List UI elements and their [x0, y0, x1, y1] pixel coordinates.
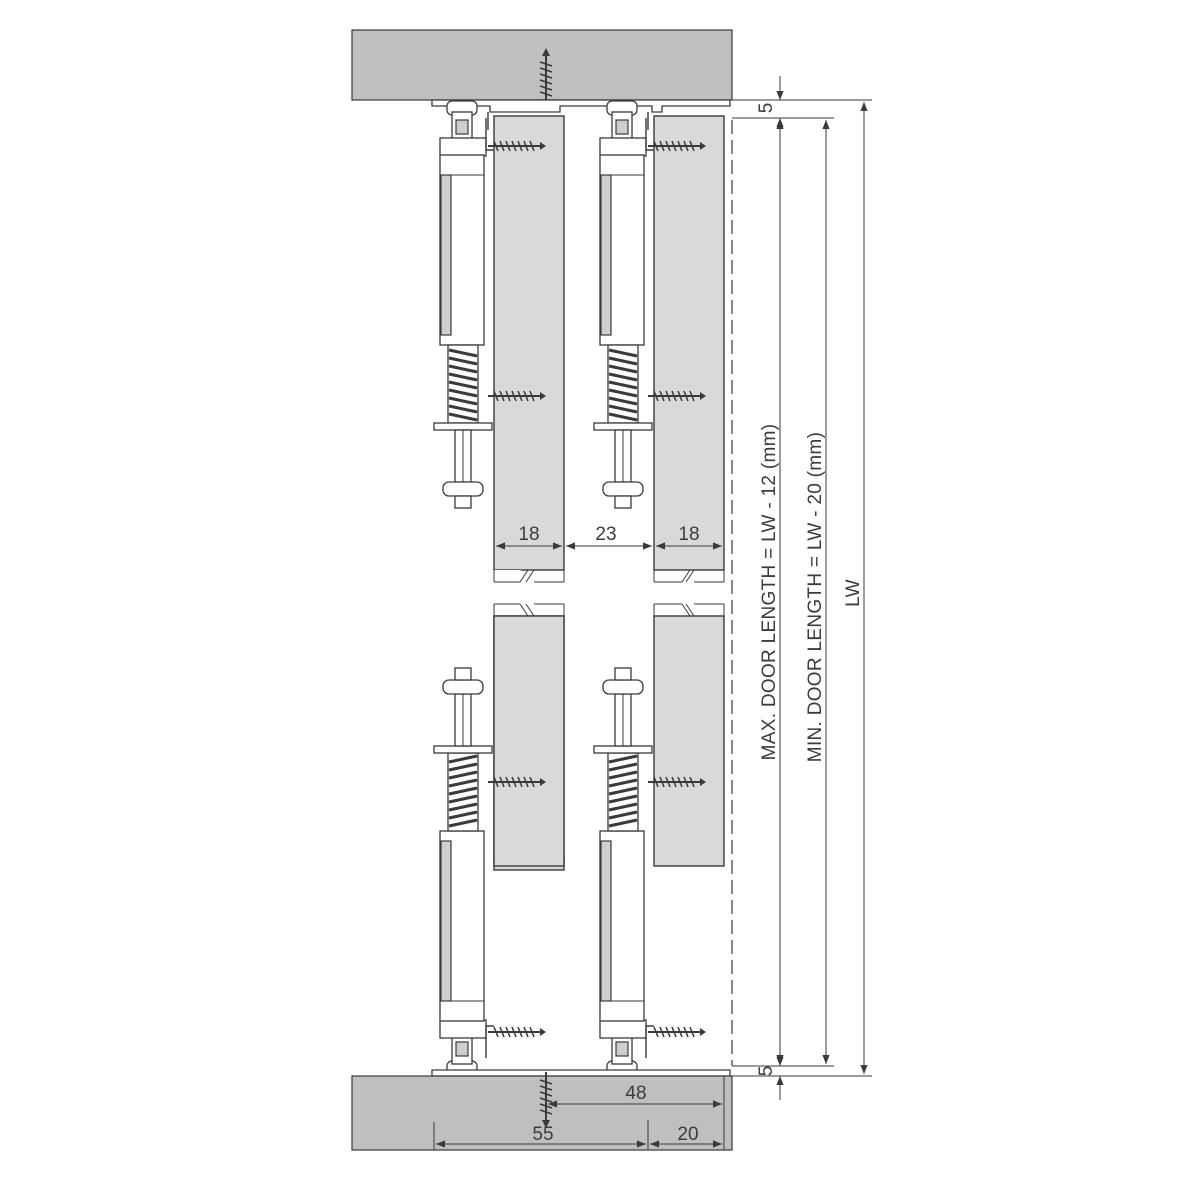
dim-door-thickness-right: 18: [678, 524, 699, 545]
dim-door-thickness-left: 18: [518, 524, 539, 545]
dim-bottom-horizontal: [433, 1076, 725, 1150]
door-right-upper: [653, 115, 725, 583]
door-left-upper: [493, 115, 565, 583]
dim-bottom-clearance: 5: [756, 1066, 777, 1077]
top-board: [351, 29, 733, 101]
dim-door-thickness-row: [493, 520, 725, 552]
door-right-lower: [653, 603, 725, 867]
screw-lower-right-2: [647, 1026, 707, 1038]
bottom-board: [351, 1075, 733, 1151]
label-max-door-length: MAX. DOOR LENGTH = LW - 12 (mm): [759, 424, 780, 761]
dim-top-clearance: 5: [756, 103, 777, 114]
damper-top-left: [432, 99, 494, 510]
screw-lower-left-2: [487, 1026, 547, 1038]
label-min-door-length: MIN. DOOR LENGTH = LW - 20 (mm): [805, 432, 826, 762]
damper-top-right: [592, 99, 654, 510]
dim-front-offset: 20: [677, 1124, 698, 1145]
door-left-lower: [493, 603, 565, 871]
dim-vertical-extension-lines: [732, 99, 872, 1077]
damper-bottom-right: [592, 666, 654, 1077]
damper-bottom-left: [432, 666, 494, 1077]
dim-track-offset: 48: [625, 1083, 646, 1104]
bottom-track: [431, 1069, 731, 1077]
dim-door-gap: 23: [595, 524, 616, 545]
dim-track-width: 55: [532, 1124, 553, 1145]
top-track: [431, 99, 731, 113]
label-clear-width: LW: [843, 579, 864, 607]
